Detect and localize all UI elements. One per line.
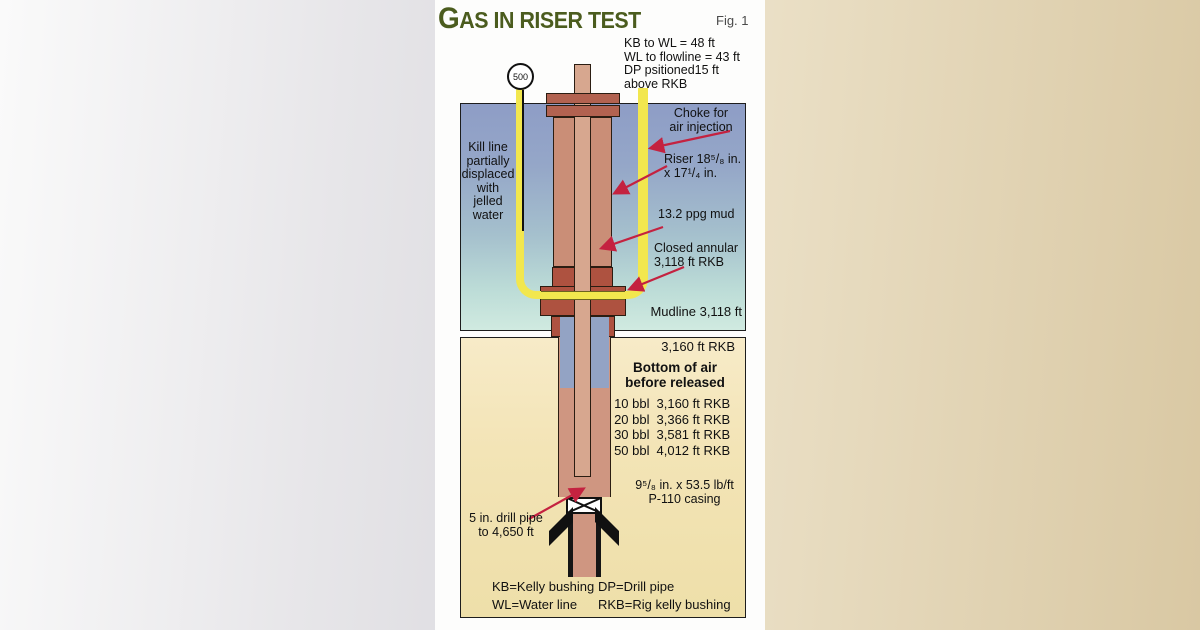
drill-pipe (574, 64, 591, 477)
closed-annular-label: Closed annular 3,118 ft RKB (654, 241, 749, 269)
legend-entry: DP=Drill pipe (598, 579, 675, 594)
choke-line (625, 88, 648, 299)
label-line: 9⁵/₈ in. x 53.5 lb/ft (635, 478, 734, 492)
drill-pipe-label: 5 in. drill pipe to 4,650 ft (457, 511, 555, 539)
volume-cell: 50 bbl (614, 442, 650, 458)
figure-panel: GAS IN RISER TEST Fig. 1 KB to WL = 48 f… (435, 0, 765, 630)
header-line: Bottom of air (633, 360, 717, 375)
jelled-water-column (522, 90, 524, 231)
depth-cell: 4,012 ft RKB (656, 442, 731, 458)
note-line: DP psitioned15 ft (624, 63, 719, 77)
depth-cell: 3,366 ft RKB (656, 411, 731, 427)
label-line: Riser 18⁵/₈ in. (664, 152, 742, 166)
table-row: 20 bbl 3,366 ft RKB (595, 412, 751, 428)
label-line: P-110 casing (648, 491, 721, 506)
riser-label: Riser 18⁵/₈ in. x 17¹/₄ in. (664, 152, 749, 180)
label-line: 5 in. drill pipe (469, 511, 543, 525)
legend-entry: KB=Kelly bushing (492, 579, 595, 594)
label-line: with (476, 180, 500, 195)
label-line: to 4,650 ft (478, 524, 534, 539)
kill-line-label: Kill line partially displaced with jelle… (459, 140, 517, 222)
mud-label: 13.2 ppg mud (658, 207, 735, 221)
label-line: 3,118 ft RKB (654, 254, 724, 269)
pressure-gauge: 500 (507, 63, 534, 90)
open-hole-pipe (568, 514, 601, 577)
table-row: 50 bbl 4,012 ft RKB (595, 443, 751, 459)
pressure-gauge-value: 500 (512, 71, 529, 82)
label-line: Kill line (468, 140, 508, 154)
mudline-label: Mudline 3,118 ft (650, 304, 742, 319)
air-table: 10 bbl 3,160 ft RKB 20 bbl 3,366 ft RKB … (595, 396, 751, 458)
volume-cell: 30 bbl (614, 427, 650, 442)
legend-column-right: DP=Drill pipe RKB=Rig kelly bushing (598, 578, 758, 614)
volume-cell: 20 bbl (614, 411, 650, 427)
figure-title: GAS IN RISER TEST (438, 3, 641, 35)
depth-notes: KB to WL = 48 ft WL to flowline = 43 ft … (624, 36, 764, 91)
casing-shoe-symbol (566, 497, 602, 514)
volume-cell: 10 bbl (614, 396, 650, 411)
note-line: WL to flowline = 43 ft (624, 49, 740, 64)
depth-cell: 3,160 ft RKB (656, 396, 731, 411)
figure-title-initial: G (438, 2, 460, 35)
label-line: partially (466, 153, 510, 168)
label-line: x 17¹/₄ in. (664, 165, 718, 180)
legend-entry: RKB=Rig kelly bushing (598, 597, 731, 612)
table-row: 10 bbl 3,160 ft RKB (595, 396, 751, 412)
figure-title-rest: AS IN RISER TEST (459, 7, 641, 33)
label-line: displaced (461, 167, 515, 181)
wellhead-kill-choke-band (541, 291, 625, 300)
note-line: KB to WL = 48 ft (624, 36, 715, 50)
figure-number: Fig. 1 (716, 13, 749, 28)
table-row: 30 bbl 3,581 ft RKB (595, 427, 751, 443)
legend-column-left: KB=Kelly bushing WL=Water line (492, 578, 617, 614)
air-table-header: Bottom of air before released (607, 360, 743, 390)
casing-label: 9⁵/₈ in. x 53.5 lb/ft P-110 casing (617, 478, 752, 506)
note-line: above RKB (624, 76, 688, 91)
label-line: water (472, 207, 504, 222)
kill-line (516, 86, 543, 299)
legend-entry: WL=Water line (492, 597, 578, 612)
rkb-depth-label: 3,160 ft RKB (661, 339, 735, 354)
rotary-table-upper-bar (546, 93, 620, 104)
header-line: before released (625, 374, 725, 390)
depth-cell: 3,581 ft RKB (656, 427, 731, 442)
rotary-table-lower-bar (546, 105, 620, 117)
label-line: air injection (669, 119, 733, 134)
choke-label: Choke for air injection (661, 106, 741, 134)
label-line: Closed annular (654, 241, 739, 255)
label-line: jelled (473, 194, 503, 208)
label-line: Choke for (673, 106, 729, 120)
